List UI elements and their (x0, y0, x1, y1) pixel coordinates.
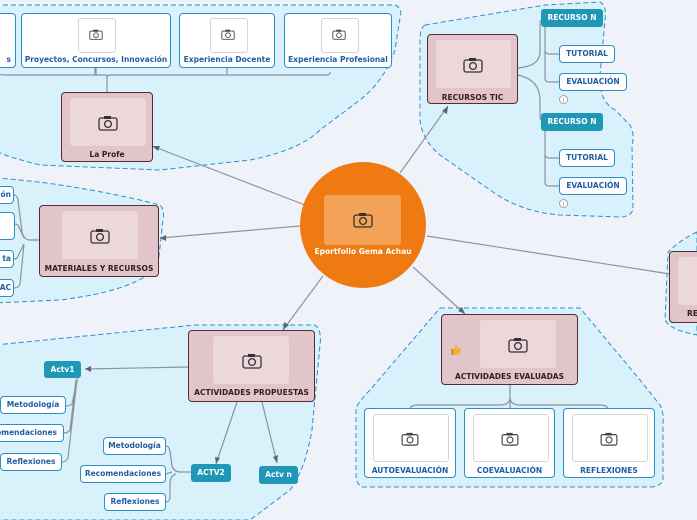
actividades-propuestas-node[interactable]: ACTIVIDADES PROPUESTAS (188, 330, 315, 402)
edge-center-actividades-propuestas (282, 275, 324, 331)
actv2-recomendaciones[interactable]: Recomendaciones (80, 465, 166, 483)
actvn-node[interactable]: Actv n (259, 466, 298, 484)
right-edge-node[interactable]: RE (669, 251, 697, 323)
autoevaluacion-label: AUTOEVALUACIÓN (371, 466, 449, 475)
edge-center-la-profe (151, 145, 306, 206)
materiales-image-placeholder (62, 211, 138, 259)
actividades-propuestas-label: ACTIVIDADES PROPUESTAS (194, 388, 309, 397)
materiales-label: MATERIALES Y RECURSOS (44, 264, 154, 273)
arrowhead-la-profe (152, 146, 160, 151)
materiales-child-4[interactable]: AC (0, 279, 14, 297)
edge-center-right (426, 235, 671, 275)
coevaluacion-node[interactable]: COEVALUACIÓN (464, 408, 555, 478)
right-edge-label: RE (687, 309, 697, 318)
recurso-2-tutorial[interactable]: TUTORIAL (559, 149, 615, 167)
la-profe-child-2-label: Proyectos, Concursos, Innovación (24, 55, 168, 64)
coevaluacion-label: COEVALUACIÓN (476, 466, 543, 475)
actividades-evaluadas-label: ACTIVIDADES EVALUADAS (454, 372, 565, 381)
camera-icon (89, 29, 103, 40)
la-profe-child-1[interactable]: s (0, 13, 16, 68)
materiales-node[interactable]: MATERIALES Y RECURSOS (39, 205, 159, 277)
camera-icon (90, 229, 110, 244)
camera-icon (242, 354, 262, 369)
recurso-2-evaluacion[interactable]: EVALUACIÓN (559, 177, 627, 195)
recurso-n-2[interactable]: RECURSO N (541, 113, 603, 131)
recurso-1-evaluacion[interactable]: EVALUACIÓN (559, 73, 627, 91)
la-profe-child-3[interactable]: Experiencia Docente (179, 13, 275, 68)
arrowhead-actvn (273, 455, 278, 463)
reflexiones-node[interactable]: REFLEXIONES (563, 408, 655, 478)
arrowhead-actividades-propuestas (283, 322, 289, 330)
autoevaluacion-node[interactable]: AUTOEVALUACIÓN (364, 408, 456, 478)
camera-icon (332, 29, 346, 40)
info-icon[interactable]: i (559, 199, 568, 208)
reflexiones-label: REFLEXIONES (580, 466, 638, 475)
la-profe-child-4[interactable]: Experiencia Profesional (284, 13, 392, 68)
camera-icon (401, 432, 419, 446)
edge-propuestas-actv2 (215, 401, 278, 465)
la-profe-node[interactable]: La Profe (61, 92, 153, 162)
center-label: Eportfolio Gema Achau (314, 247, 412, 256)
la-profe-image-placeholder (70, 98, 146, 146)
actv2-metodologia[interactable]: Metodología (103, 437, 166, 455)
right-edge-image-placeholder (678, 257, 697, 305)
la-profe-child-2[interactable]: Proyectos, Concursos, Innovación (21, 13, 171, 68)
edge-group2-items (544, 131, 559, 187)
edge-la-profe-children (0, 68, 331, 92)
arrowhead-actividades-evaluadas (458, 307, 465, 314)
actv1-recomendaciones[interactable]: omendaciones (0, 424, 64, 442)
actv1-reflexiones[interactable]: Reflexiones (0, 453, 62, 471)
arrowhead-actv2 (215, 457, 220, 464)
edge-group1-items (544, 27, 559, 83)
arrowhead-recursos-tic (442, 106, 448, 114)
actv1-node[interactable]: Actv1 (44, 361, 81, 378)
info-icon[interactable]: i (559, 95, 568, 104)
thumbs-up-icon (451, 345, 462, 355)
center-image-placeholder (324, 195, 401, 245)
materiales-child-3[interactable]: ta (0, 250, 14, 268)
edge-center-actividades-evaluadas (412, 266, 466, 315)
arrowhead-materiales (160, 235, 166, 241)
la-profe-label: La Profe (89, 150, 125, 159)
recursos-tic-node[interactable]: RECURSOS TIC (427, 34, 518, 104)
camera-icon (98, 116, 118, 131)
materiales-child-1[interactable]: ión (0, 186, 14, 204)
edge-center-recursos-tic (399, 105, 449, 174)
recurso-1-tutorial[interactable]: TUTORIAL (559, 45, 615, 63)
recursos-tic-image-placeholder (436, 40, 511, 88)
edge-actv2-items (165, 445, 191, 503)
actv2-reflexiones[interactable]: Reflexiones (104, 493, 166, 511)
center-node[interactable]: Eportfolio Gema Achau (300, 162, 426, 288)
edge-evaluadas-children (409, 385, 609, 411)
edge-materiales-children (13, 194, 40, 289)
actividades-evaluadas-node[interactable]: ACTIVIDADES EVALUADAS (441, 314, 578, 385)
materiales-child-2[interactable] (0, 212, 15, 240)
arrowhead-actv1 (85, 366, 91, 372)
recursos-tic-label: RECURSOS TIC (441, 93, 504, 102)
camera-icon (501, 432, 519, 446)
autoevaluacion-image-placeholder (373, 414, 449, 462)
actv2-node[interactable]: ACTV2 (191, 464, 231, 482)
camera-icon (600, 432, 618, 446)
camera-icon (221, 29, 235, 40)
la-profe-child-3-image-placeholder (210, 18, 248, 53)
recurso-n-1[interactable]: RECURSO N (541, 9, 603, 27)
la-profe-child-1-label: s (6, 55, 11, 64)
la-profe-child-4-label: Experiencia Profesional (288, 55, 388, 64)
camera-icon (463, 58, 483, 73)
actividades-evaluadas-image-placeholder (480, 320, 556, 368)
camera-icon (353, 213, 373, 228)
actividades-propuestas-image-placeholder (213, 336, 289, 384)
camera-icon (508, 338, 528, 353)
edge-propuestas-actv1 (61, 366, 189, 463)
coevaluacion-image-placeholder (473, 414, 549, 462)
actv1-metodologia[interactable]: Metodología (0, 396, 66, 414)
la-profe-child-2-image-placeholder (78, 18, 116, 53)
reflexiones-image-placeholder (572, 414, 648, 462)
la-profe-child-3-label: Experiencia Docente (183, 55, 271, 64)
edge-center-materiales (159, 225, 301, 239)
la-profe-child-4-image-placeholder (321, 18, 359, 53)
